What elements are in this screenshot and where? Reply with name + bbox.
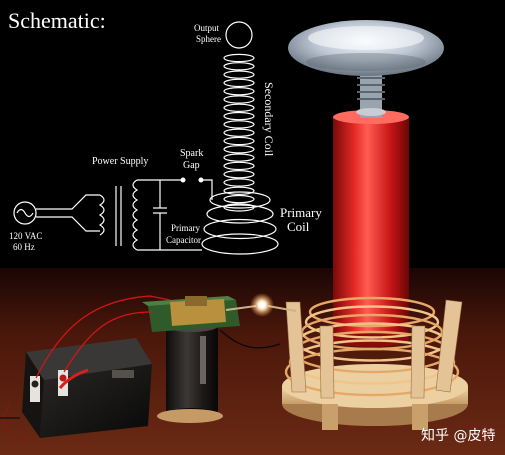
spark-core xyxy=(259,302,265,308)
wires xyxy=(0,295,281,441)
power-supply-box xyxy=(22,338,152,438)
primary-coil-label-2: Coil xyxy=(287,219,310,234)
primary-coil-label: Primary xyxy=(280,205,322,220)
spark-gap-electrode xyxy=(198,177,204,183)
hz-label: 60 Hz xyxy=(13,242,35,252)
vac-label: 120 VAC xyxy=(9,231,42,241)
primary-coil-supports xyxy=(285,299,463,399)
primary-capacitor-label-2: Capacitor xyxy=(166,235,201,245)
box-terminals xyxy=(30,368,89,402)
top-terminal xyxy=(356,70,386,118)
schematic-title: Schematic: xyxy=(8,8,106,33)
spark-gap-label: Spark xyxy=(180,148,203,159)
primary-coil-ring xyxy=(308,296,436,328)
transformer-primary-symbol xyxy=(98,194,105,236)
spark-gap-assembly xyxy=(142,296,297,332)
primary-coil-ring xyxy=(284,347,460,397)
transformer-secondary-symbol xyxy=(132,179,139,251)
output-torus xyxy=(288,20,444,76)
primary-coil-symbol xyxy=(201,191,279,255)
ac-source-symbol xyxy=(13,201,37,225)
spark-gap-symbol xyxy=(180,177,186,183)
secondary-coil-label: Secondary Coil xyxy=(262,82,276,157)
primary-coil-ring xyxy=(304,305,440,339)
watermark: 知乎 @皮特 xyxy=(421,427,495,444)
schematic xyxy=(13,21,279,255)
capacitor xyxy=(157,320,223,423)
output-sphere-label: Output xyxy=(194,23,220,33)
output-sphere-symbol xyxy=(225,21,253,49)
power-supply-label: Power Supply xyxy=(92,156,148,167)
output-sphere-label-2: Sphere xyxy=(196,34,221,44)
secondary-coil-symbol xyxy=(223,53,255,212)
spark-gap-label-2: Gap xyxy=(183,160,200,171)
secondary-coil-cylinder xyxy=(333,110,409,347)
primary-capacitor-label: Primary xyxy=(171,223,200,233)
